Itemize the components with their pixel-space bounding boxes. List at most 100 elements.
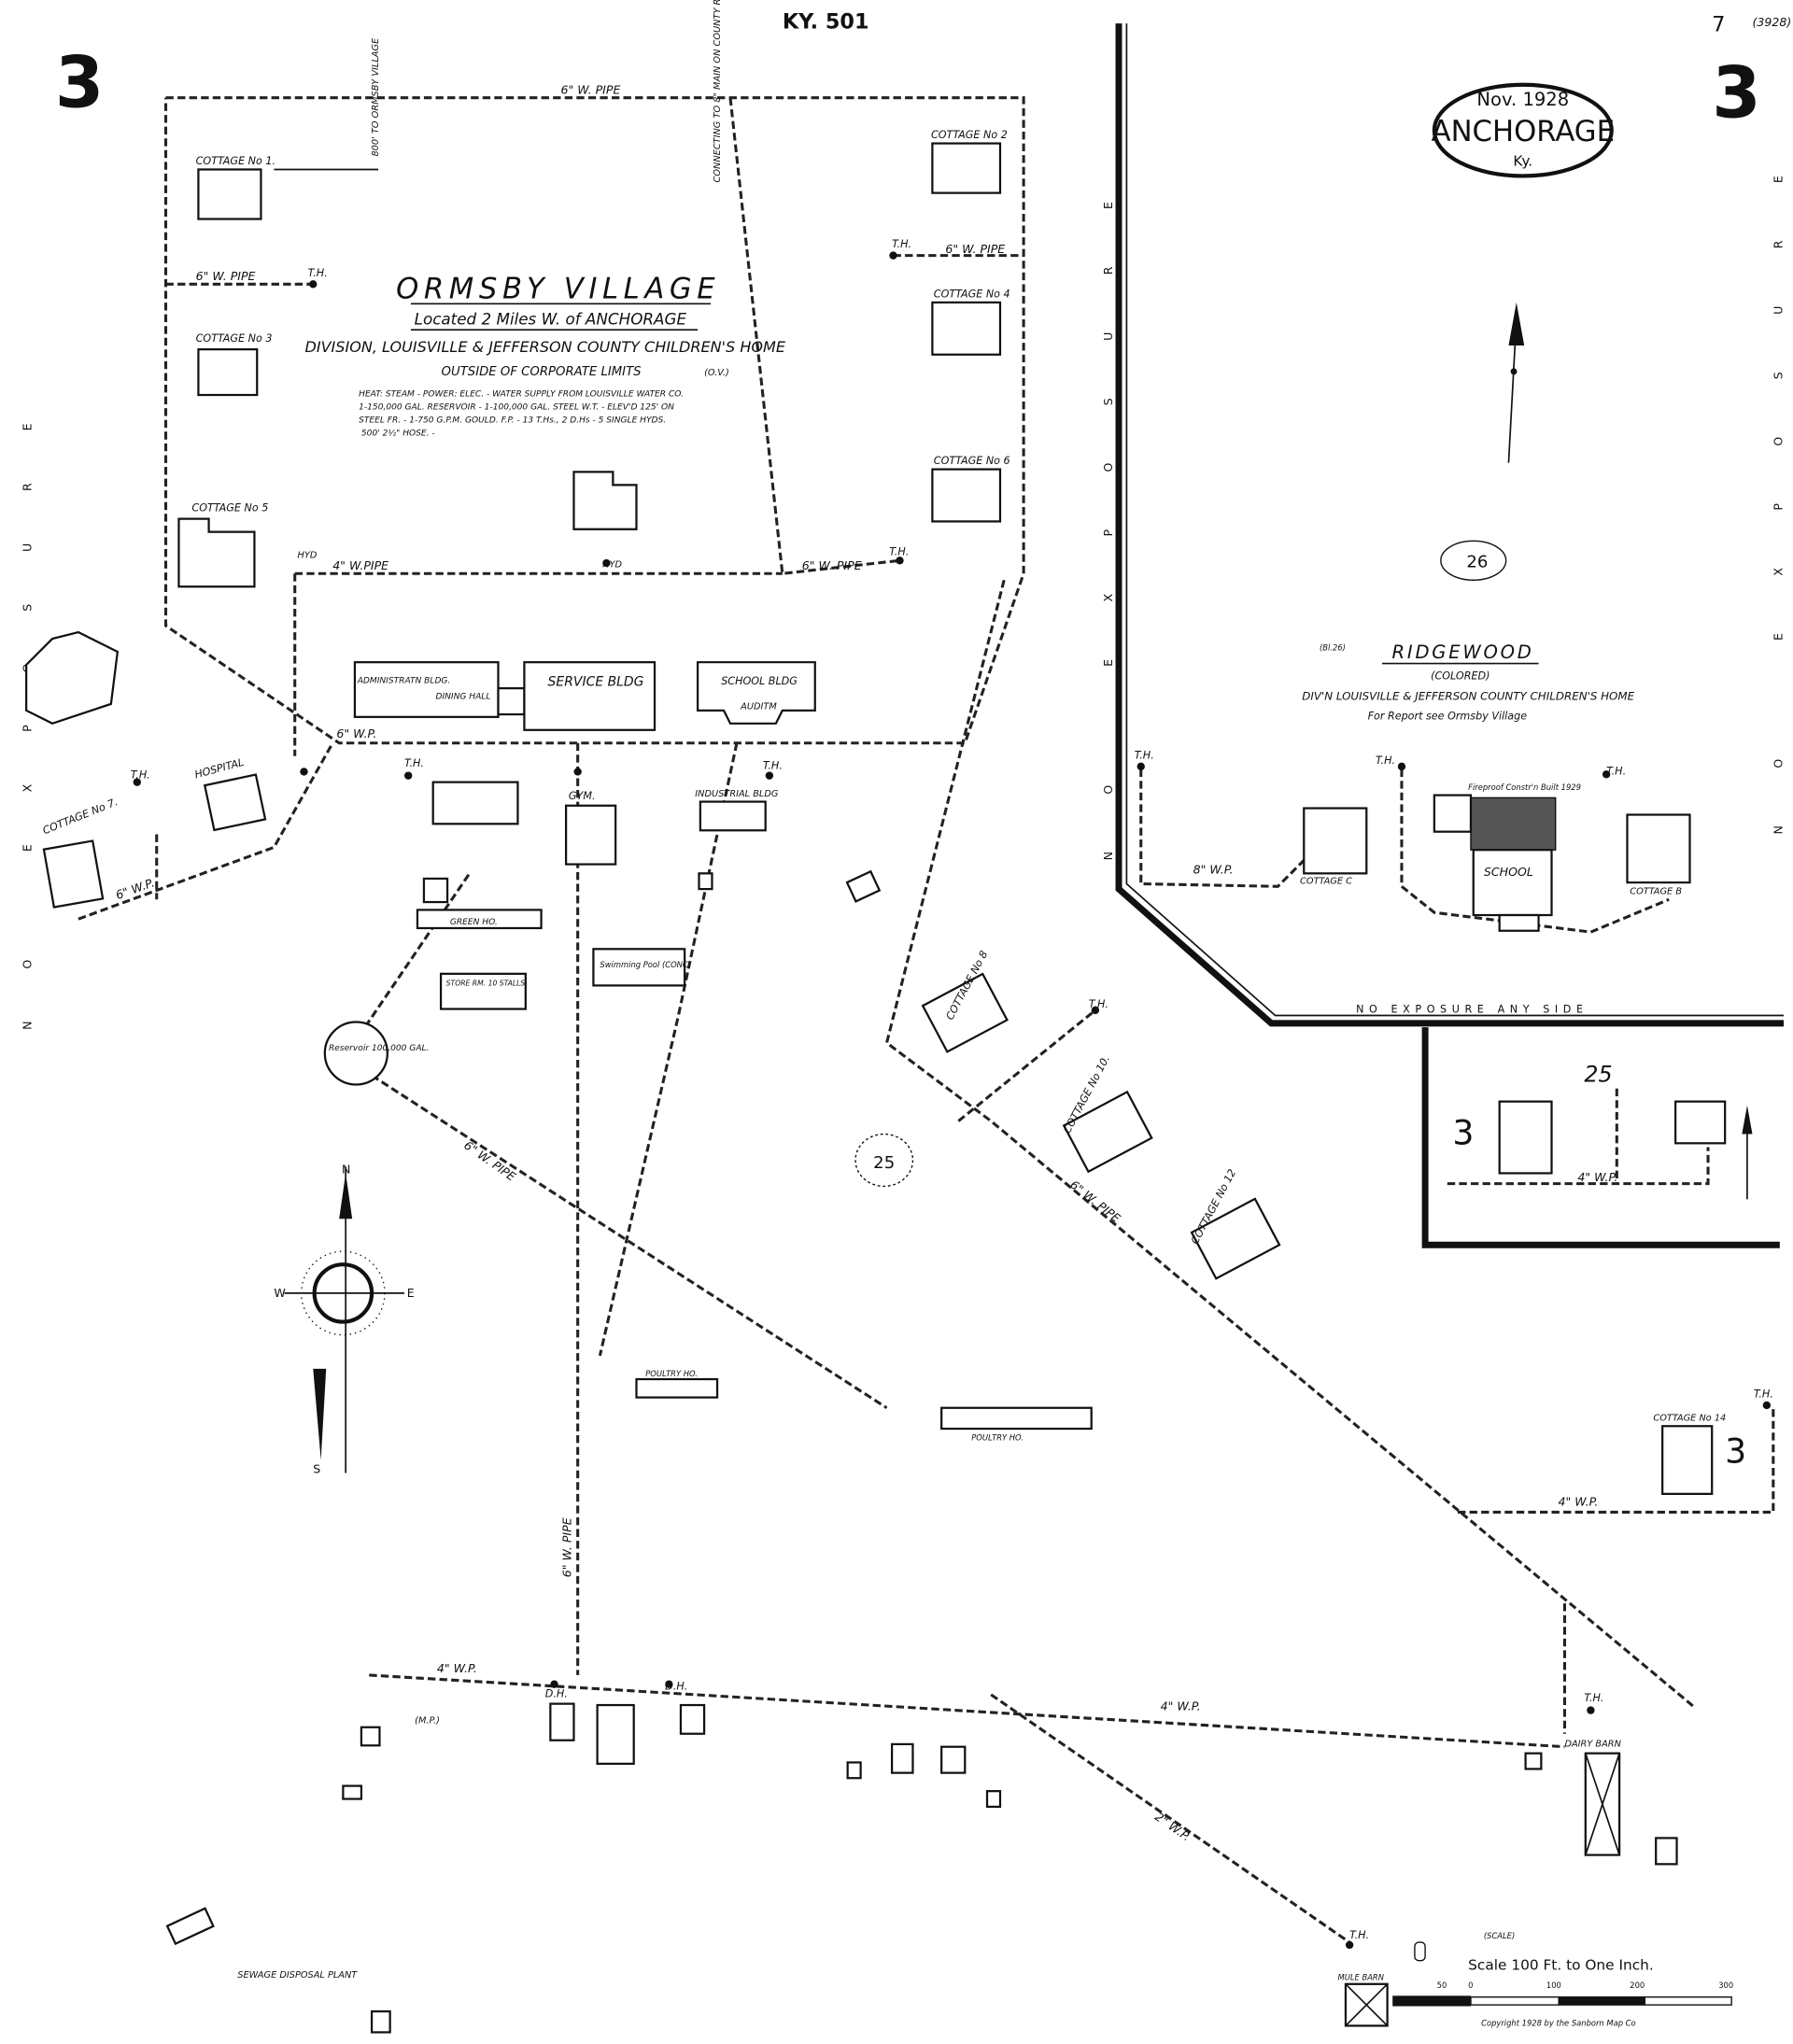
stamp-town: ANCHORAGE bbox=[1432, 115, 1615, 148]
compass-rose-icon: N S W E bbox=[274, 1162, 414, 1475]
sheet-code: (3928) bbox=[1753, 15, 1792, 29]
scale-tick: 300 bbox=[1718, 1981, 1733, 1990]
stamp-state: Ky. bbox=[1513, 152, 1532, 169]
green-house-label: GREEN HO. bbox=[450, 918, 498, 927]
pipe-label: 4" W.PIPE bbox=[332, 558, 388, 572]
admin-label: ADMINISTRATN BLDG. bbox=[357, 677, 451, 686]
poultry-1-label: POULTRY HO. bbox=[645, 1369, 698, 1378]
pipe-label: 6" W.P. bbox=[336, 726, 376, 740]
ormsby-report-line: HEAT: STEAM - POWER: ELEC. - WATER SUPPL… bbox=[359, 389, 684, 399]
connecting-note: CONNECTING TO 8" MAIN ON COUNTY RD (FROM… bbox=[713, 0, 723, 182]
date-stamp: Nov. 1928 ANCHORAGE Ky. bbox=[1432, 82, 1615, 178]
scale-tick: 50 bbox=[1437, 1981, 1447, 1990]
pipe-label: 6" W. PIPE bbox=[945, 242, 1005, 256]
sewage-label: SEWAGE DISPOSAL PLANT bbox=[237, 1970, 358, 1981]
exposure-label: NO EXPOSURE bbox=[1101, 145, 1115, 861]
ormsby-division: DIVISION, LOUISVILLE & JEFFERSON COUNTY … bbox=[304, 338, 785, 356]
compass-s: S bbox=[313, 1462, 320, 1476]
ormsby-title-block: ORMSBY VILLAGE Located 2 Miles W. of ANC… bbox=[304, 273, 785, 439]
ridgewood-school-label: SCHOOL bbox=[1484, 865, 1533, 879]
north-arrow-icon bbox=[1507, 302, 1753, 1200]
cottage-2-label: COTTAGE No 2 bbox=[931, 129, 1008, 141]
compass-n: N bbox=[342, 1162, 350, 1176]
cottage-6-label: COTTAGE No 6 bbox=[934, 455, 1010, 467]
th-label: T.H. bbox=[404, 757, 424, 769]
pipe-label: 4" W.P. bbox=[1577, 1170, 1617, 1184]
ormsby-ov: (O.V.) bbox=[704, 368, 729, 378]
pipe-label: 8" W.P. bbox=[1193, 862, 1234, 876]
ormsby-report-line: 500' 2½" HOSE. - bbox=[361, 429, 435, 438]
gym-label: GYM. bbox=[569, 790, 596, 802]
sheet-number-left: 3 bbox=[55, 41, 104, 123]
ormsby-title: ORMSBY VILLAGE bbox=[396, 273, 720, 306]
compass-w: W bbox=[274, 1286, 285, 1300]
page-number: 7 bbox=[1712, 13, 1725, 37]
cottage-5-label: COTTAGE No 5 bbox=[191, 501, 268, 514]
scale-title: Scale 100 Ft. to One Inch. bbox=[1468, 1956, 1654, 1973]
mule-barn-label: MULE BARN bbox=[1338, 1973, 1385, 1982]
th-label: T.H. bbox=[1135, 749, 1154, 761]
th-label: T.H. bbox=[1606, 765, 1626, 777]
buildings: COTTAGE No 1. COTTAGE No 2 COTTAGE No 3 … bbox=[25, 129, 1727, 2034]
th-label: T.H. bbox=[1584, 1692, 1603, 1704]
cottage-7-label: COTTAGE No 7. bbox=[41, 796, 120, 837]
scale-label: (SCALE) bbox=[1484, 1931, 1515, 1940]
pipe-label: 6" W. PIPE bbox=[1067, 1177, 1123, 1225]
compass-e: E bbox=[407, 1286, 415, 1300]
pipe-label: 6" W. PIPE bbox=[560, 1517, 574, 1577]
exposure-label: NO EXPOSURE bbox=[1772, 119, 1786, 835]
th-label: T.H. bbox=[1349, 1929, 1369, 1941]
dining-label: DINING HALL bbox=[435, 692, 490, 701]
service-label: SERVICE BLDG bbox=[548, 674, 644, 689]
ormsby-report-line: 1-150,000 GAL. RESERVOIR - 1-100,000 GAL… bbox=[359, 402, 674, 412]
ormsby-limits: OUTSIDE OF CORPORATE LIMITS bbox=[442, 365, 642, 379]
dh-label: D.H. bbox=[665, 1680, 687, 1692]
cottage-c-label: COTTAGE C bbox=[1300, 877, 1352, 887]
th-label: T.H. bbox=[763, 760, 783, 772]
pool-label: Swimming Pool (CONC) bbox=[600, 960, 691, 969]
stamp-date: Nov. 1928 bbox=[1476, 89, 1569, 110]
scale-tick: 200 bbox=[1630, 1981, 1645, 1990]
boundary-note: 800' TO ORMSBY VILLAGE bbox=[371, 37, 381, 157]
th-label: T.H. bbox=[1376, 754, 1395, 767]
th-label: T.H. bbox=[892, 238, 911, 250]
water-pipes bbox=[78, 96, 1775, 1944]
mp-label: (M.P.) bbox=[415, 1716, 440, 1727]
ridgewood-colored: (COLORED) bbox=[1431, 670, 1489, 682]
exposure-label: NO EXPOSURE ANY SIDE bbox=[1356, 1004, 1588, 1016]
industrial-label: INDUSTRIAL BLDG bbox=[695, 789, 779, 799]
block-number: 25 bbox=[873, 1153, 895, 1173]
pipe-label: 4" W.P. bbox=[437, 1661, 477, 1675]
reservoir-label: Reservoir 100,000 GAL. bbox=[329, 1044, 429, 1053]
hydrants bbox=[133, 251, 1772, 1950]
ormsby-subtitle: Located 2 Miles W. of ANCHORAGE bbox=[415, 310, 687, 329]
ridgewood-report: For Report see Ormsby Village bbox=[1368, 711, 1528, 723]
ridgewood-title: RIDGEWOOD bbox=[1392, 641, 1534, 663]
th-label: T.H. bbox=[308, 267, 328, 279]
ridgewood-division: DIV'N LOUISVILLE & JEFFERSON COUNTY CHIL… bbox=[1302, 690, 1634, 703]
volume-label: KY. 501 bbox=[783, 10, 869, 35]
pipe-label: 6" W. PIPE bbox=[196, 269, 256, 283]
th-label: T.H. bbox=[1089, 998, 1108, 1010]
th-label: T.H. bbox=[889, 546, 909, 558]
th-label: T.H. bbox=[1754, 1389, 1773, 1401]
block-number: 25 bbox=[1584, 1062, 1612, 1088]
block-25: 25 bbox=[854, 1133, 914, 1188]
hyd-label: HYD bbox=[602, 559, 622, 570]
stable-label: STORE RM. 10 STALLS bbox=[446, 979, 526, 987]
cottage-4-label: COTTAGE No 4 bbox=[934, 288, 1010, 300]
school-label: SCHOOL BLDG bbox=[721, 675, 798, 687]
fireproof-label: Fireproof Constr'n Built 1929 bbox=[1468, 782, 1581, 792]
cottage-3-label: COTTAGE No 3 bbox=[196, 332, 273, 345]
block-number: 26 bbox=[1466, 552, 1488, 571]
auditm-label: AUDITM bbox=[740, 701, 777, 712]
scale-bar: (SCALE) Scale 100 Ft. to One Inch. 50 0 … bbox=[1392, 1931, 1733, 2027]
section-number: 3 bbox=[1452, 1113, 1474, 1153]
copyright: Copyright 1928 by the Sanborn Map Co bbox=[1481, 2018, 1636, 2027]
dairy-barn-label: DAIRY BARN bbox=[1564, 1740, 1621, 1750]
poultry-2-label: POULTRY HO. bbox=[971, 1433, 1024, 1443]
pipe-label: 6" W. PIPE bbox=[802, 558, 862, 572]
pipe-label: 6" W. PIPE bbox=[561, 83, 621, 97]
scale-tick: 100 bbox=[1546, 1981, 1561, 1990]
